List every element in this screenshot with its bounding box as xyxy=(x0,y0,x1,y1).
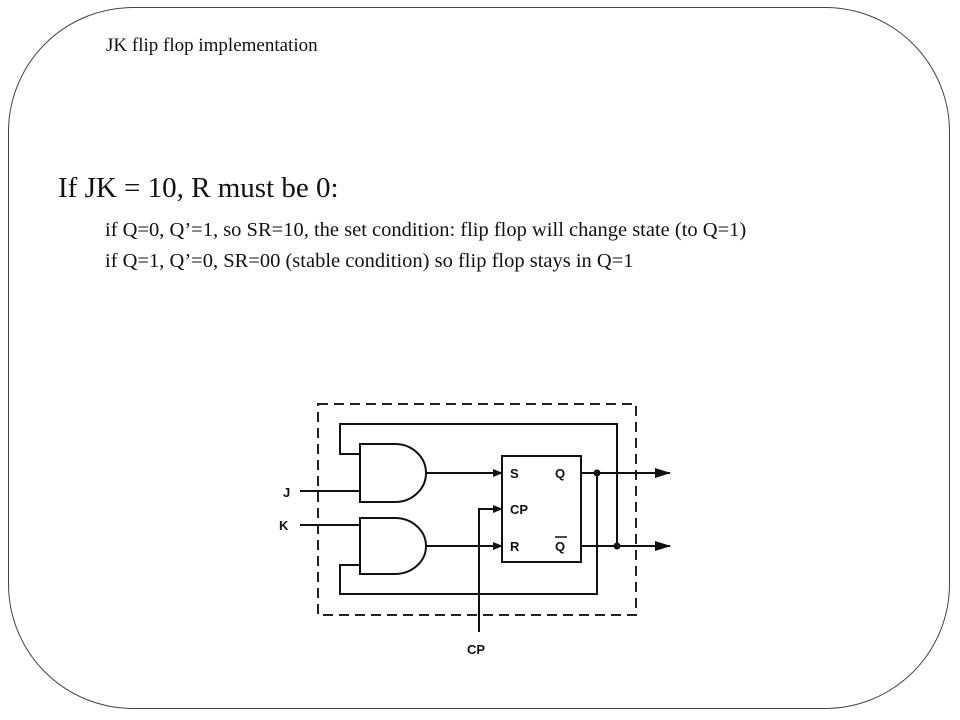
slide-title: JK flip flop implementation xyxy=(106,35,318,56)
label-pin-r: R xyxy=(510,539,520,554)
label-pin-s: S xyxy=(510,466,519,481)
and-gate-upper xyxy=(359,443,427,503)
junction-q xyxy=(593,469,601,477)
dashed-enclosure xyxy=(317,403,637,616)
label-pin-cp: CP xyxy=(510,502,528,517)
label-j: J xyxy=(283,485,290,500)
label-cp-input: CP xyxy=(467,642,485,657)
sr-flipflop-box xyxy=(501,455,582,563)
wire-cp-input xyxy=(478,505,503,632)
label-pin-qbar: Q xyxy=(555,539,565,554)
wire-qbar-feedback xyxy=(339,423,618,546)
bullet-item-2: if Q=1, Q’=0, SR=00 (stable condition) s… xyxy=(105,250,634,272)
and-gate-lower xyxy=(359,517,427,575)
label-pin-q: Q xyxy=(555,466,565,481)
label-k: K xyxy=(279,518,289,533)
junction-qbar xyxy=(613,542,621,550)
bullet-item-1: if Q=0, Q’=1, so SR=10, the set conditio… xyxy=(105,219,747,241)
wire-q-feedback xyxy=(339,473,598,595)
slide-heading: If JK = 10, R must be 0: xyxy=(58,172,339,204)
